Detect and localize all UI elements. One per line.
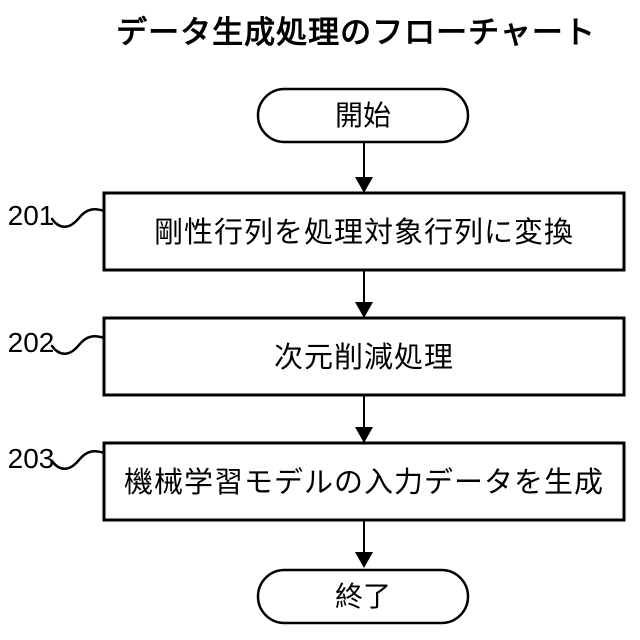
step-202-label: 次元削減処理 [274,341,454,374]
flow-arrow-202-to-203 [355,395,373,443]
ref-connector-202 [50,335,106,355]
flow-arrow-203-to-end [355,520,373,568]
step-203-label: 機械学習モデルの入力データを生成 [124,466,604,499]
terminal-start: 開始 [256,87,470,144]
arrow-head-icon [355,302,373,318]
step-201-label: 剛性行列を処理対象行列に変換 [154,216,574,249]
flow-arrow-start-to-201 [355,142,373,193]
step-203: 機械学習モデルの入力データを生成 [102,441,626,522]
ref-connector-203 [50,450,106,470]
terminal-end-shape [256,568,470,625]
step-203-shape [102,441,626,522]
step-202: 次元削減処理 [102,316,626,397]
ref-label-202: 202 [8,327,55,358]
ref-label-201: 201 [8,200,55,231]
arrow-head-icon [355,552,373,568]
terminal-start-label: 開始 [335,100,391,131]
step-201-shape [102,191,626,272]
ref-label-203: 203 [8,443,55,474]
ref-connector-201 [50,208,106,228]
figure-title: データ生成処理のフローチャート [116,15,596,50]
flow-arrow-201-to-202 [355,270,373,318]
arrow-head-icon [355,427,373,443]
step-201: 剛性行列を処理対象行列に変換 [102,191,626,272]
terminal-end: 終了 [256,568,470,625]
terminal-end-label: 終了 [335,581,391,612]
arrow-head-icon [355,177,373,193]
